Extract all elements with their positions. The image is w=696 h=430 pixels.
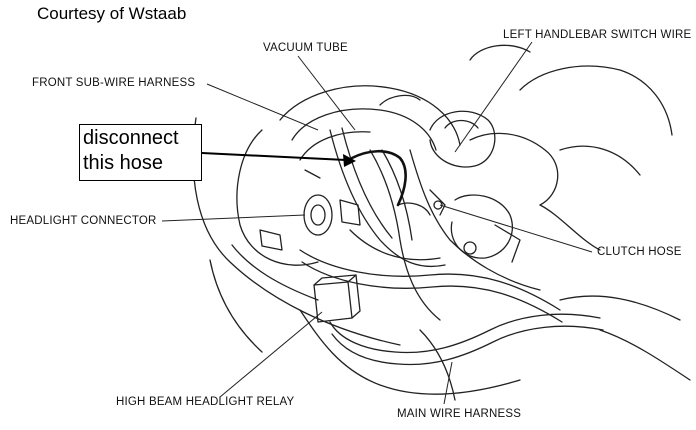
label-high-beam-headlight-relay: HIGH BEAM HEADLIGHT RELAY — [116, 396, 295, 408]
headlight-rim — [236, 129, 319, 266]
fairing-inner — [231, 244, 319, 301]
harness-bundle — [299, 249, 561, 311]
callout-arrow-head — [343, 154, 356, 167]
leader-relay — [219, 311, 323, 398]
callout-box: disconnect this hose — [79, 124, 202, 181]
label-clutch-hose: CLUTCH HOSE — [597, 246, 682, 258]
leader-main-harness — [443, 361, 453, 405]
fairing-lower — [209, 259, 263, 353]
leader-vacuum-tube — [297, 55, 356, 131]
callout-arrow-line — [201, 152, 347, 161]
image-credit: Courtesy of Wstaab — [37, 4, 187, 23]
callout-line-2: this hose — [83, 152, 164, 174]
callout-line-1: disconnect — [83, 127, 179, 149]
hose-to-disconnect — [350, 149, 407, 207]
label-headlight-connector: HEADLIGHT CONNECTOR — [10, 215, 157, 227]
label-left-handlebar-switch-wire: LEFT HANDLEBAR SWITCH WIRE — [503, 29, 692, 41]
leader-clutch-hose — [439, 204, 593, 253]
leader-headlight-connector — [161, 214, 306, 222]
label-main-wire-harness: MAIN WIRE HARNESS — [397, 408, 522, 420]
label-front-sub-wire-harness: FRONT SUB-WIRE HARNESS — [32, 77, 196, 89]
leader-left-handlebar — [454, 41, 533, 153]
label-vacuum-tube: VACUUM TUBE — [263, 42, 348, 54]
leader-front-sub-wire — [206, 83, 319, 131]
relay-box — [313, 281, 353, 323]
headlight-shell — [279, 85, 461, 146]
